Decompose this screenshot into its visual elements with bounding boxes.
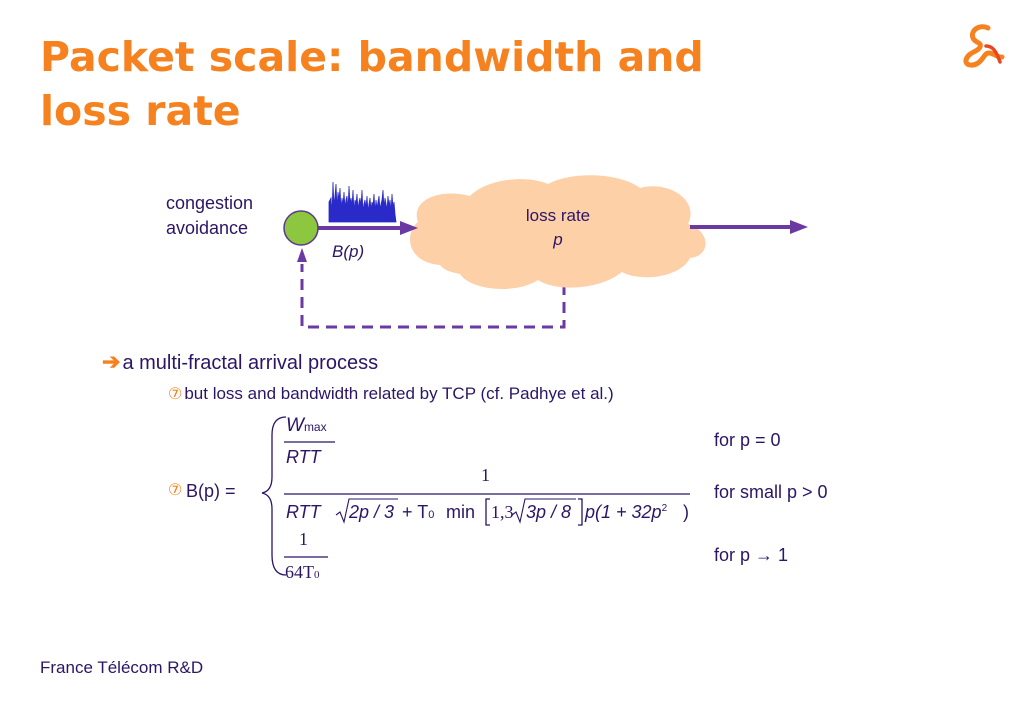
departure-arrowhead: [790, 220, 808, 234]
bracket-left: [485, 498, 490, 526]
case3-condition: for p → 1: [714, 545, 789, 565]
case2-numerator: 1: [481, 465, 490, 485]
congestion-avoidance-node: [283, 210, 319, 246]
case2-den-root2: 3p / 8: [526, 502, 572, 522]
loss-rate-label: loss rate p: [525, 206, 591, 249]
formula-lines: [261, 416, 690, 576]
case2-den-root1: 2p / 3: [349, 502, 395, 522]
feedback-arrowhead: [297, 248, 307, 262]
title-line-2: loss rate: [40, 87, 241, 135]
france-telecom-logo-icon: [963, 24, 1005, 68]
case2-den-rtt: RTT: [286, 502, 321, 522]
title-line-1: Packet scale: bandwidth and: [40, 33, 704, 81]
bracket-right: [578, 498, 583, 526]
feedback-loop: [300, 264, 566, 329]
sub-bullet-icon: ⑦: [168, 386, 183, 403]
sqrt1-symbol: [335, 498, 398, 524]
case2-den-tail: p(1 + 32p2: [585, 502, 668, 522]
case3-numerator: 1: [299, 529, 308, 549]
cases-brace: [261, 416, 287, 576]
formula-bullet-icon: ⑦: [168, 482, 183, 499]
arrow-bullet-icon: ➔: [102, 349, 121, 374]
traffic-diagram: [283, 175, 808, 329]
bullet-level-1: ➔a multi-fractal arrival process: [102, 349, 379, 374]
footer-company: France Télécom R&D: [40, 658, 204, 677]
case2-den-plus-t0: + T0: [402, 502, 435, 522]
case1-denominator: RTT: [286, 447, 321, 467]
case1-condition: for p = 0: [714, 430, 781, 450]
case2-den-close: ): [683, 502, 689, 522]
case1-numerator: Wmax: [286, 415, 327, 436]
slide-title: Packet scale: bandwidth and loss rate: [40, 30, 840, 138]
arrival-rate-label: B(p): [332, 242, 365, 261]
loss-cloud: [410, 175, 706, 289]
sqrt2-symbol: [511, 498, 576, 524]
arrival-arrowhead: [400, 221, 418, 235]
formula-lhs: B(p) =: [186, 481, 236, 501]
case3-denominator: 64T0: [285, 562, 320, 582]
tcp-throughput-formula: ⑦ B(p) = Wmax RTT for p = 0 1 RTT 2p / 3…: [0, 405, 1024, 605]
case2-condition: for small p > 0: [714, 482, 828, 502]
multifractal-traffic-trace: [328, 181, 397, 223]
congestion-avoidance-label: congestion avoidance: [166, 193, 254, 238]
case2-den-min: min: [446, 502, 476, 522]
case2-den-bracket-content: 1,3: [491, 502, 514, 522]
